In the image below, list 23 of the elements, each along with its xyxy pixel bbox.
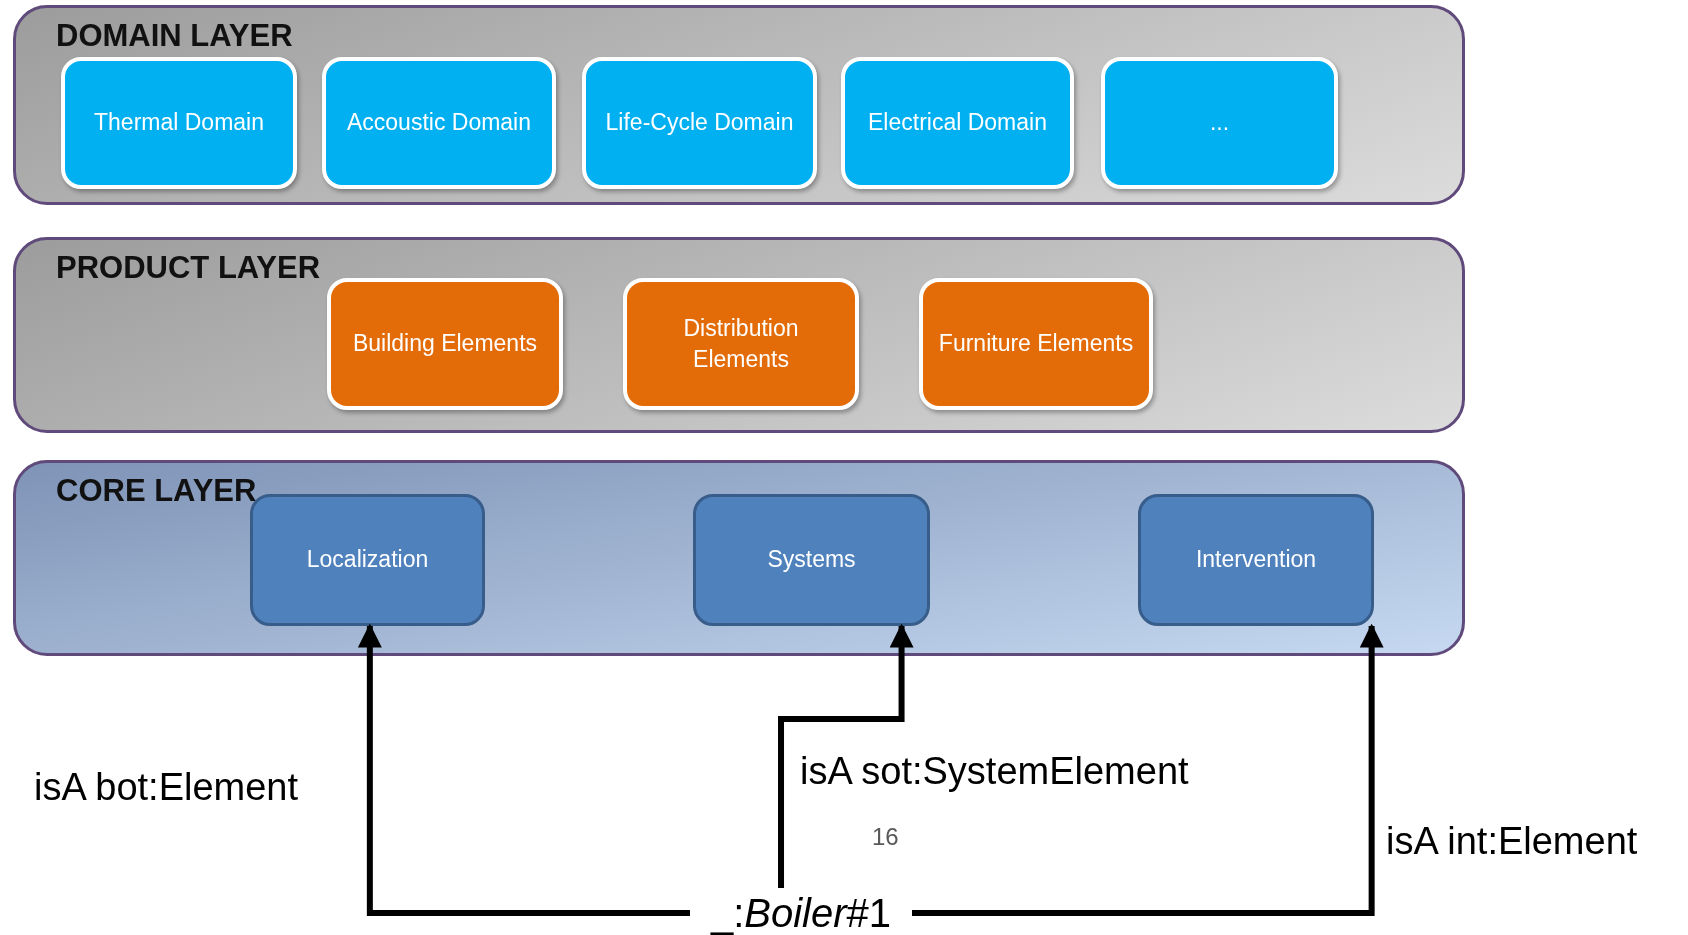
arrow [912,623,1384,916]
domain-module-box: ... [1101,57,1338,189]
edge-label: isA bot:Element [34,766,299,809]
arrow [357,623,690,916]
edge-label: isA sot:SystemElement [800,750,1189,793]
domain-module-box: Accoustic Domain [322,57,556,189]
domain-module-box: Thermal Domain [61,57,297,189]
edge-label: isA int:Element [1386,820,1638,863]
layer-title: PRODUCT LAYER [56,250,321,286]
core-module-box: Systems [693,494,930,626]
product-module-box: Distribution Elements [623,278,859,410]
instance-label: _:Boiler#1 [690,888,912,935]
product-module-box: Building Elements [327,278,563,410]
domain-module-box: Life-Cycle Domain [582,57,817,189]
domain-module-box: Electrical Domain [841,57,1074,189]
page-number: 16 [872,823,899,851]
layer-panel [13,237,1465,433]
layer-panel [13,5,1465,205]
layer-panel [13,460,1465,656]
product-module-box: Furniture Elements [919,278,1153,410]
core-module-box: Intervention [1138,494,1374,626]
layer-title: DOMAIN LAYER [56,18,293,54]
arrow [778,623,914,888]
